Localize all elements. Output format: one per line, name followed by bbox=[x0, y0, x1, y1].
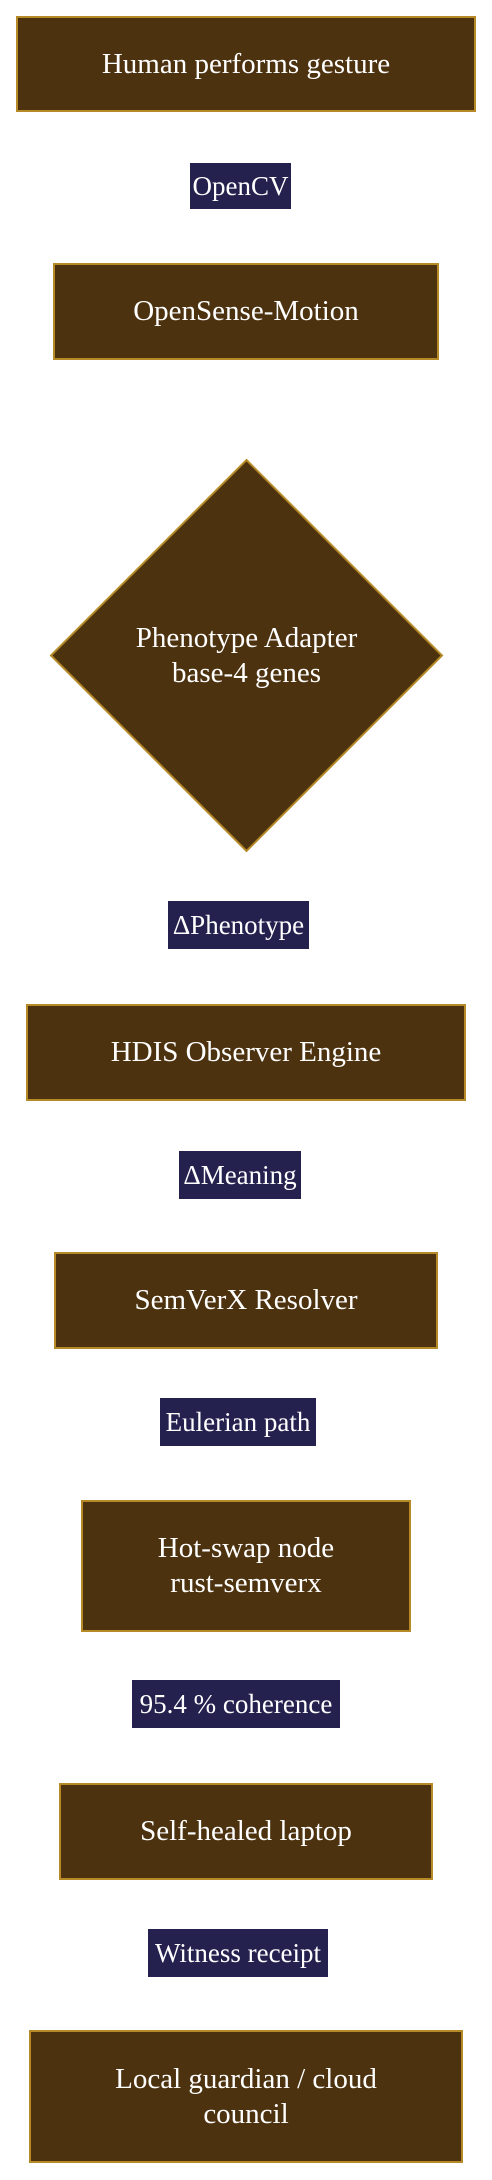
node-self-healed-laptop: Self-healed laptop bbox=[59, 1783, 433, 1880]
node-label: Human performs gesture bbox=[101, 47, 391, 80]
node-label: Self-healed laptop bbox=[140, 1815, 352, 1848]
node-human-performs-gesture: Human performs gesture bbox=[16, 16, 476, 112]
node-label: OpenSense-Motion bbox=[133, 295, 359, 328]
node-local-guardian-cloud-council: Local guardian / cloud council bbox=[29, 2030, 463, 2163]
node-label-line-1: Local guardian / cloud bbox=[115, 2062, 377, 2095]
node-label-line-2: rust-semverx bbox=[170, 1567, 322, 1599]
edge-label-text: Witness receipt bbox=[154, 1937, 322, 1968]
node-phenotype-adapter: Phenotype Adapter base-4 genes bbox=[49, 458, 444, 853]
edge-label-coherence: 95.4 % coherence bbox=[132, 1680, 340, 1728]
node-label-line-1: Phenotype Adapter bbox=[135, 621, 358, 654]
edge-label-eulerian-path: Eulerian path bbox=[160, 1398, 316, 1446]
node-label-line-2: base-4 genes bbox=[172, 656, 321, 689]
edge-label-opencv: OpenCV bbox=[190, 163, 291, 209]
node-semverx-resolver: SemVerX Resolver bbox=[54, 1252, 438, 1349]
node-opensense-motion: OpenSense-Motion bbox=[53, 263, 439, 360]
edge-label-text: Eulerian path bbox=[165, 1406, 311, 1437]
edge-label-text: ΔMeaning bbox=[183, 1159, 297, 1190]
edge-label-witness-receipt: Witness receipt bbox=[148, 1929, 328, 1977]
edge-label-delta-phenotype: ΔPhenotype bbox=[168, 901, 309, 949]
edge-label-text: OpenCV bbox=[192, 170, 289, 201]
node-label: HDIS Observer Engine bbox=[110, 1036, 382, 1069]
edge-label-text: 95.4 % coherence bbox=[139, 1688, 333, 1719]
diamond-shape bbox=[49, 458, 444, 853]
node-hdis-observer-engine: HDIS Observer Engine bbox=[26, 1004, 466, 1101]
node-label-line-2: council bbox=[203, 2097, 289, 2130]
node-label-line-1: Hot-swap node bbox=[157, 1532, 335, 1565]
edge-label-delta-meaning: ΔMeaning bbox=[179, 1151, 301, 1199]
node-label: SemVerX Resolver bbox=[134, 1284, 358, 1317]
node-hot-swap-node: Hot-swap node rust-semverx bbox=[81, 1500, 411, 1632]
edge-label-text: ΔPhenotype bbox=[172, 909, 305, 940]
